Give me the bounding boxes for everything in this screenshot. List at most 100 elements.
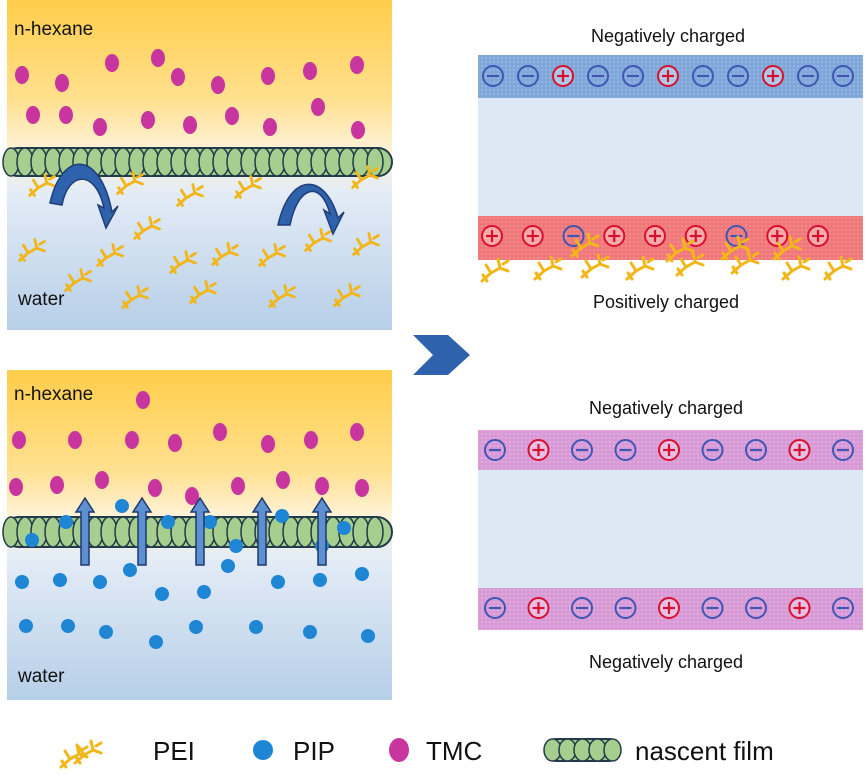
legend: PEI PIP TMC nascent film — [59, 736, 774, 769]
tmc-molecule — [303, 62, 317, 80]
negative-charge-icon — [701, 439, 724, 461]
tmc-molecule — [276, 471, 290, 489]
tmc-molecule — [261, 435, 275, 453]
top-layer-label: Negatively charged — [589, 398, 743, 418]
tmc-molecule — [350, 56, 364, 74]
tmc-molecule — [148, 479, 162, 497]
negative-charge-icon — [587, 65, 609, 87]
positive-charge-icon — [762, 65, 784, 87]
pip-molecule — [221, 559, 235, 573]
tmc-molecule — [12, 431, 26, 449]
tmc-molecules — [15, 49, 365, 139]
pip-molecule — [275, 509, 289, 523]
tmc-molecule — [311, 98, 325, 116]
pip-molecule — [249, 620, 263, 634]
negative-charge-icon — [484, 439, 506, 461]
tmc-molecule — [183, 116, 197, 134]
positive-charge-icon — [481, 225, 503, 247]
nascent-film — [2, 147, 393, 177]
aqueous-phase-label: water — [17, 666, 65, 687]
negative-charge-icon — [832, 65, 854, 87]
membrane-body — [478, 468, 863, 588]
tmc-molecule — [15, 66, 29, 84]
negative-charge-icon — [832, 439, 854, 461]
pei-molecule — [480, 257, 510, 283]
negative-charge-icon — [692, 65, 714, 87]
diffusion-curved-arrow — [49, 163, 119, 230]
tmc-molecule — [231, 477, 245, 495]
pei-molecule — [625, 255, 655, 281]
pip-molecule — [229, 539, 243, 553]
legend-pip-label: PIP — [293, 736, 335, 766]
pei-molecule — [781, 255, 811, 281]
positive-charge-icon — [658, 597, 680, 619]
pip-molecule — [161, 515, 175, 529]
bottom-layer-charges — [484, 597, 854, 619]
negative-charge-icon — [832, 597, 854, 619]
up-arrow-icon — [189, 496, 211, 566]
tmc-molecule — [136, 391, 150, 409]
up-arrow-icon — [251, 496, 273, 566]
negative-charge-icon — [727, 65, 749, 87]
positive-charge-icon — [521, 225, 544, 247]
legend-film-label: nascent film — [635, 736, 774, 766]
pip-molecule — [313, 573, 327, 587]
legend-pei-label: PEI — [153, 736, 195, 766]
pip-molecule — [149, 635, 163, 649]
positive-charge-icon — [766, 225, 789, 247]
negative-charge-icon — [745, 439, 767, 461]
up-arrow-icon — [311, 496, 333, 566]
negative-charge-icon — [571, 439, 593, 461]
tmc-molecule — [225, 107, 239, 125]
positive-charge-icon — [552, 65, 574, 87]
bottom-right-panel: Negatively charged Negatively charged — [478, 398, 863, 672]
pip-molecule — [93, 575, 107, 589]
tmc-molecule — [93, 118, 107, 136]
pip-molecules — [15, 499, 375, 649]
negative-charge-icon — [614, 597, 637, 619]
pip-molecule — [303, 625, 317, 639]
positive-charge-icon — [788, 597, 811, 619]
positive-charge-icon — [603, 225, 626, 247]
top-layer-label: Negatively charged — [591, 26, 745, 46]
positive-charge-icon — [788, 439, 811, 461]
tmc-molecule — [304, 431, 318, 449]
aqueous-phase-label: water — [17, 289, 65, 310]
organic-phase-label: n-hexane — [14, 384, 93, 405]
transition-arrow-icon — [413, 335, 470, 375]
positive-charge-icon — [527, 439, 550, 461]
negative-charge-icon — [482, 65, 504, 87]
tmc-molecule — [213, 423, 227, 441]
positive-charge-icon — [807, 225, 829, 247]
pip-molecule — [155, 587, 169, 601]
tmc-molecule — [68, 431, 82, 449]
pip-molecule — [271, 575, 285, 589]
pip-molecule — [197, 585, 211, 599]
positive-charge-icon — [658, 439, 680, 461]
tmc-molecule — [261, 67, 275, 85]
bottom-left-panel: n-hexane water — [2, 370, 393, 700]
tmc-molecule — [168, 434, 182, 452]
negative-charge-icon — [725, 225, 748, 247]
bottom-layer-label: Negatively charged — [589, 652, 743, 672]
top-layer-charges — [484, 439, 854, 461]
membrane-body — [478, 98, 863, 218]
top-right-panel: Negatively charged Positively charged — [478, 26, 863, 312]
tmc-molecule — [350, 423, 364, 441]
pip-molecule — [61, 619, 75, 633]
tmc-molecule — [141, 111, 155, 129]
tmc-molecule — [59, 106, 73, 124]
positive-charge-icon — [657, 65, 679, 87]
legend-pip-icon — [253, 740, 273, 760]
legend-tmc-label: TMC — [426, 736, 482, 766]
tmc-molecule — [105, 54, 119, 72]
pip-molecule — [19, 619, 33, 633]
top-layer-charges — [482, 65, 854, 87]
bottom-layer-charges — [481, 225, 829, 247]
tmc-molecule — [50, 476, 64, 494]
organic-phase-label: n-hexane — [14, 19, 93, 40]
tmc-molecule — [26, 106, 40, 124]
negative-charge-icon — [517, 65, 539, 87]
tmc-molecule — [9, 478, 23, 496]
